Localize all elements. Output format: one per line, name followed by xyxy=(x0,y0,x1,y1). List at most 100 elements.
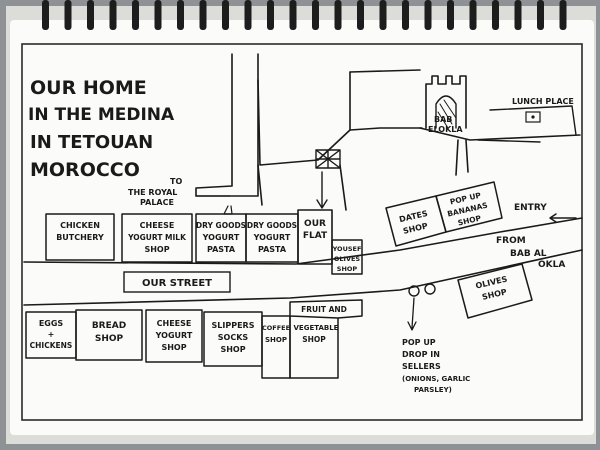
svg-text:FRUIT AND: FRUIT AND xyxy=(301,305,347,314)
label-popup-5: PARSLEY) xyxy=(414,386,452,394)
svg-text:SHOP: SHOP xyxy=(302,335,326,344)
label-popup-4: (ONIONS, GARLIC xyxy=(402,375,470,383)
label-royal-palace-3: PALACE xyxy=(140,198,174,207)
popup-seller-circle-2 xyxy=(424,283,436,295)
svg-text:YOUSEF: YOUSEF xyxy=(332,245,362,253)
binding-ring xyxy=(334,0,342,30)
shop-yousef-olives: YOUSEF OLIVES SHOP xyxy=(331,239,363,275)
binding-ring xyxy=(64,0,72,30)
binding-ring xyxy=(559,0,567,30)
gate-tower xyxy=(425,75,467,129)
gate-arch xyxy=(435,95,457,129)
our-street-label: OUR STREET xyxy=(142,278,212,289)
title-line-1: OUR HOME xyxy=(30,77,147,99)
label-popup-1: POP UP xyxy=(402,338,436,347)
tile-sketch xyxy=(315,149,341,169)
page-frame xyxy=(21,43,583,421)
svg-text:SHOP: SHOP xyxy=(337,265,358,273)
svg-text:OUR: OUR xyxy=(304,219,326,229)
lunch-lane xyxy=(477,105,577,143)
label-popup-2: DROP IN xyxy=(402,350,440,359)
binding-ring xyxy=(109,0,117,30)
svg-text:YOGURT MILK: YOGURT MILK xyxy=(127,233,187,242)
binding-ring xyxy=(379,0,387,30)
shop-cheese-yogurt: CHEESE YOGURT SHOP xyxy=(145,309,203,363)
popup-arrow xyxy=(407,297,417,331)
gate-road xyxy=(419,127,581,141)
our-street-box xyxy=(123,271,231,293)
lunch-place-marker xyxy=(525,111,541,123)
shops-bottom-row: EGGS + CHICKENS BREAD SHOP CHEESE YOGURT… xyxy=(25,299,363,379)
shop-chicken-butchery: CHICKEN BUTCHERY xyxy=(45,213,115,261)
svg-text:SHOP: SHOP xyxy=(144,245,169,254)
svg-text:OLIVES: OLIVES xyxy=(334,255,361,263)
gate-hatching xyxy=(437,99,457,129)
shop-fruit-vegetable: FRUIT AND VEGETABLE SHOP xyxy=(289,299,363,379)
binding-ring xyxy=(199,0,207,30)
label-bab-1: BAB xyxy=(434,115,452,124)
lunch-place-dot xyxy=(531,115,535,119)
binding-ring xyxy=(244,0,252,30)
popup-seller-circle-1 xyxy=(408,285,420,297)
binding-ring xyxy=(289,0,297,30)
binding-ring xyxy=(132,0,139,30)
svg-text:PASTA: PASTA xyxy=(258,245,287,254)
gate-lane xyxy=(455,139,469,176)
binding-ring xyxy=(514,0,522,30)
alley-middle xyxy=(257,71,351,166)
shops-top-row: CHICKEN BUTCHERY CHEESE YOGURT MILK SHOP… xyxy=(45,209,363,275)
entry-arrow xyxy=(549,213,577,223)
map-title: OUR HOME IN THE MEDINA IN TETOUAN MOROCC… xyxy=(28,77,175,181)
svg-text:CHEESE: CHEESE xyxy=(157,319,192,328)
label-bab-2: ELOKLA xyxy=(428,125,463,134)
binding-ring xyxy=(469,0,477,30)
label-lunch-place: LUNCH PLACE xyxy=(512,97,574,106)
svg-text:YOGURT: YOGURT xyxy=(253,233,291,242)
binding-ring xyxy=(402,0,409,30)
label-from-2: BAB AL xyxy=(510,249,547,259)
svg-text:CHICKENS: CHICKENS xyxy=(30,341,73,350)
title-line-3: IN TETOUAN xyxy=(30,132,153,153)
street-bottom-edge xyxy=(23,249,583,306)
title-line-2: IN THE MEDINA xyxy=(28,105,175,125)
shop-bread: BREAD SHOP xyxy=(75,309,143,361)
binding-ring xyxy=(447,0,454,30)
alley-right-edges xyxy=(349,69,423,131)
binding-ring xyxy=(42,0,49,30)
shop-our-flat: OUR FLAT xyxy=(297,209,333,265)
flat-arrow xyxy=(316,171,328,209)
svg-text:SHOP: SHOP xyxy=(265,336,287,344)
svg-text:COFFEE: COFFEE xyxy=(262,324,290,332)
title-line-4: MOROCCO xyxy=(30,159,140,181)
binding-ring xyxy=(267,0,274,30)
svg-text:CHEESE: CHEESE xyxy=(140,221,175,230)
svg-text:SHOP: SHOP xyxy=(161,343,186,352)
label-from-3: OKLA xyxy=(538,260,565,270)
svg-text:VEGETABLE: VEGETABLE xyxy=(294,324,339,332)
binding-ring xyxy=(177,0,184,30)
svg-text:BUTCHERY: BUTCHERY xyxy=(56,233,104,242)
street-top-edge xyxy=(23,217,583,265)
label-popup-3: SELLERS xyxy=(402,362,441,371)
alley-to-street xyxy=(257,164,347,211)
svg-text:SLIPPERS: SLIPPERS xyxy=(212,321,255,330)
paper-page xyxy=(10,20,594,435)
svg-text:FLAT: FLAT xyxy=(303,231,328,241)
label-royal-palace-2: THE ROYAL xyxy=(128,188,177,197)
label-entry: ENTRY xyxy=(514,203,547,213)
binding-ring xyxy=(537,0,544,30)
shop-cheese-yogurt-milk: CHEESE YOGURT MILK SHOP xyxy=(121,213,193,263)
binding-ring xyxy=(154,0,162,30)
spiral-binding xyxy=(42,0,567,30)
svg-text:+: + xyxy=(48,330,55,339)
svg-text:CHICKEN: CHICKEN xyxy=(60,221,100,230)
svg-text:DRY GOODS: DRY GOODS xyxy=(247,221,297,230)
label-from-1: FROM xyxy=(496,236,526,246)
binding-ring xyxy=(87,0,94,30)
binding-ring xyxy=(222,0,229,30)
svg-text:BREAD: BREAD xyxy=(92,321,126,331)
svg-text:PASTA: PASTA xyxy=(207,245,236,254)
label-royal-palace-1: TO xyxy=(170,177,182,186)
svg-text:YOGURT: YOGURT xyxy=(155,331,193,340)
